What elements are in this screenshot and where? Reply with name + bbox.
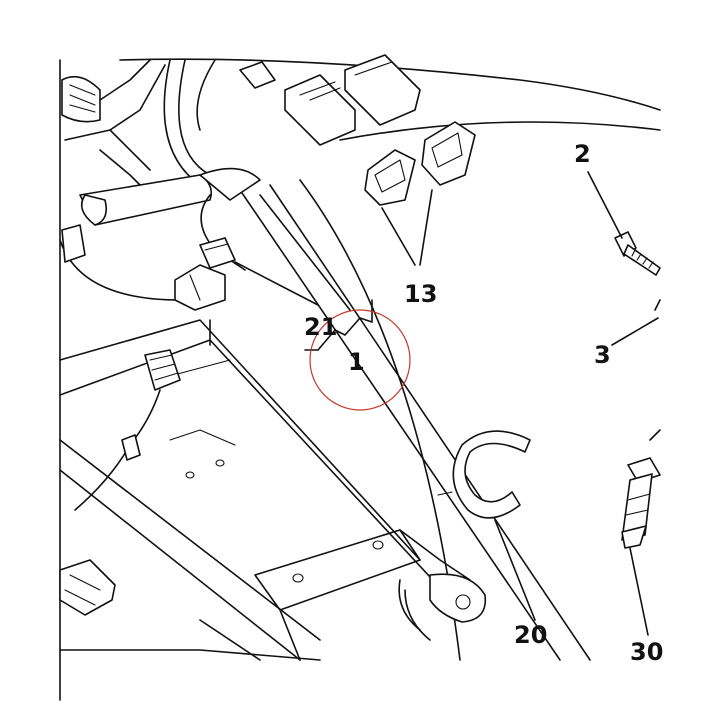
connector-13-left bbox=[364, 149, 416, 206]
callout-1: 1 bbox=[348, 348, 365, 376]
highlight-circle bbox=[309, 309, 411, 411]
leader-lines bbox=[234, 171, 659, 636]
callout-21: 21 bbox=[304, 313, 337, 341]
connector-left-wire bbox=[59, 349, 181, 616]
relay-connectors bbox=[239, 54, 476, 206]
part-3-edge bbox=[654, 299, 661, 311]
connector-13-right bbox=[421, 121, 476, 186]
callout-20: 20 bbox=[514, 621, 547, 649]
callout-13: 13 bbox=[404, 280, 437, 308]
sensor-part-30 bbox=[621, 429, 661, 549]
frame-structure bbox=[59, 58, 661, 701]
callout-3: 3 bbox=[594, 341, 611, 369]
clip-part-20 bbox=[437, 430, 531, 519]
bolt-part-2 bbox=[614, 231, 661, 276]
callout-30: 30 bbox=[630, 638, 663, 666]
upper-harness bbox=[59, 59, 261, 311]
callout-2: 2 bbox=[574, 140, 591, 168]
